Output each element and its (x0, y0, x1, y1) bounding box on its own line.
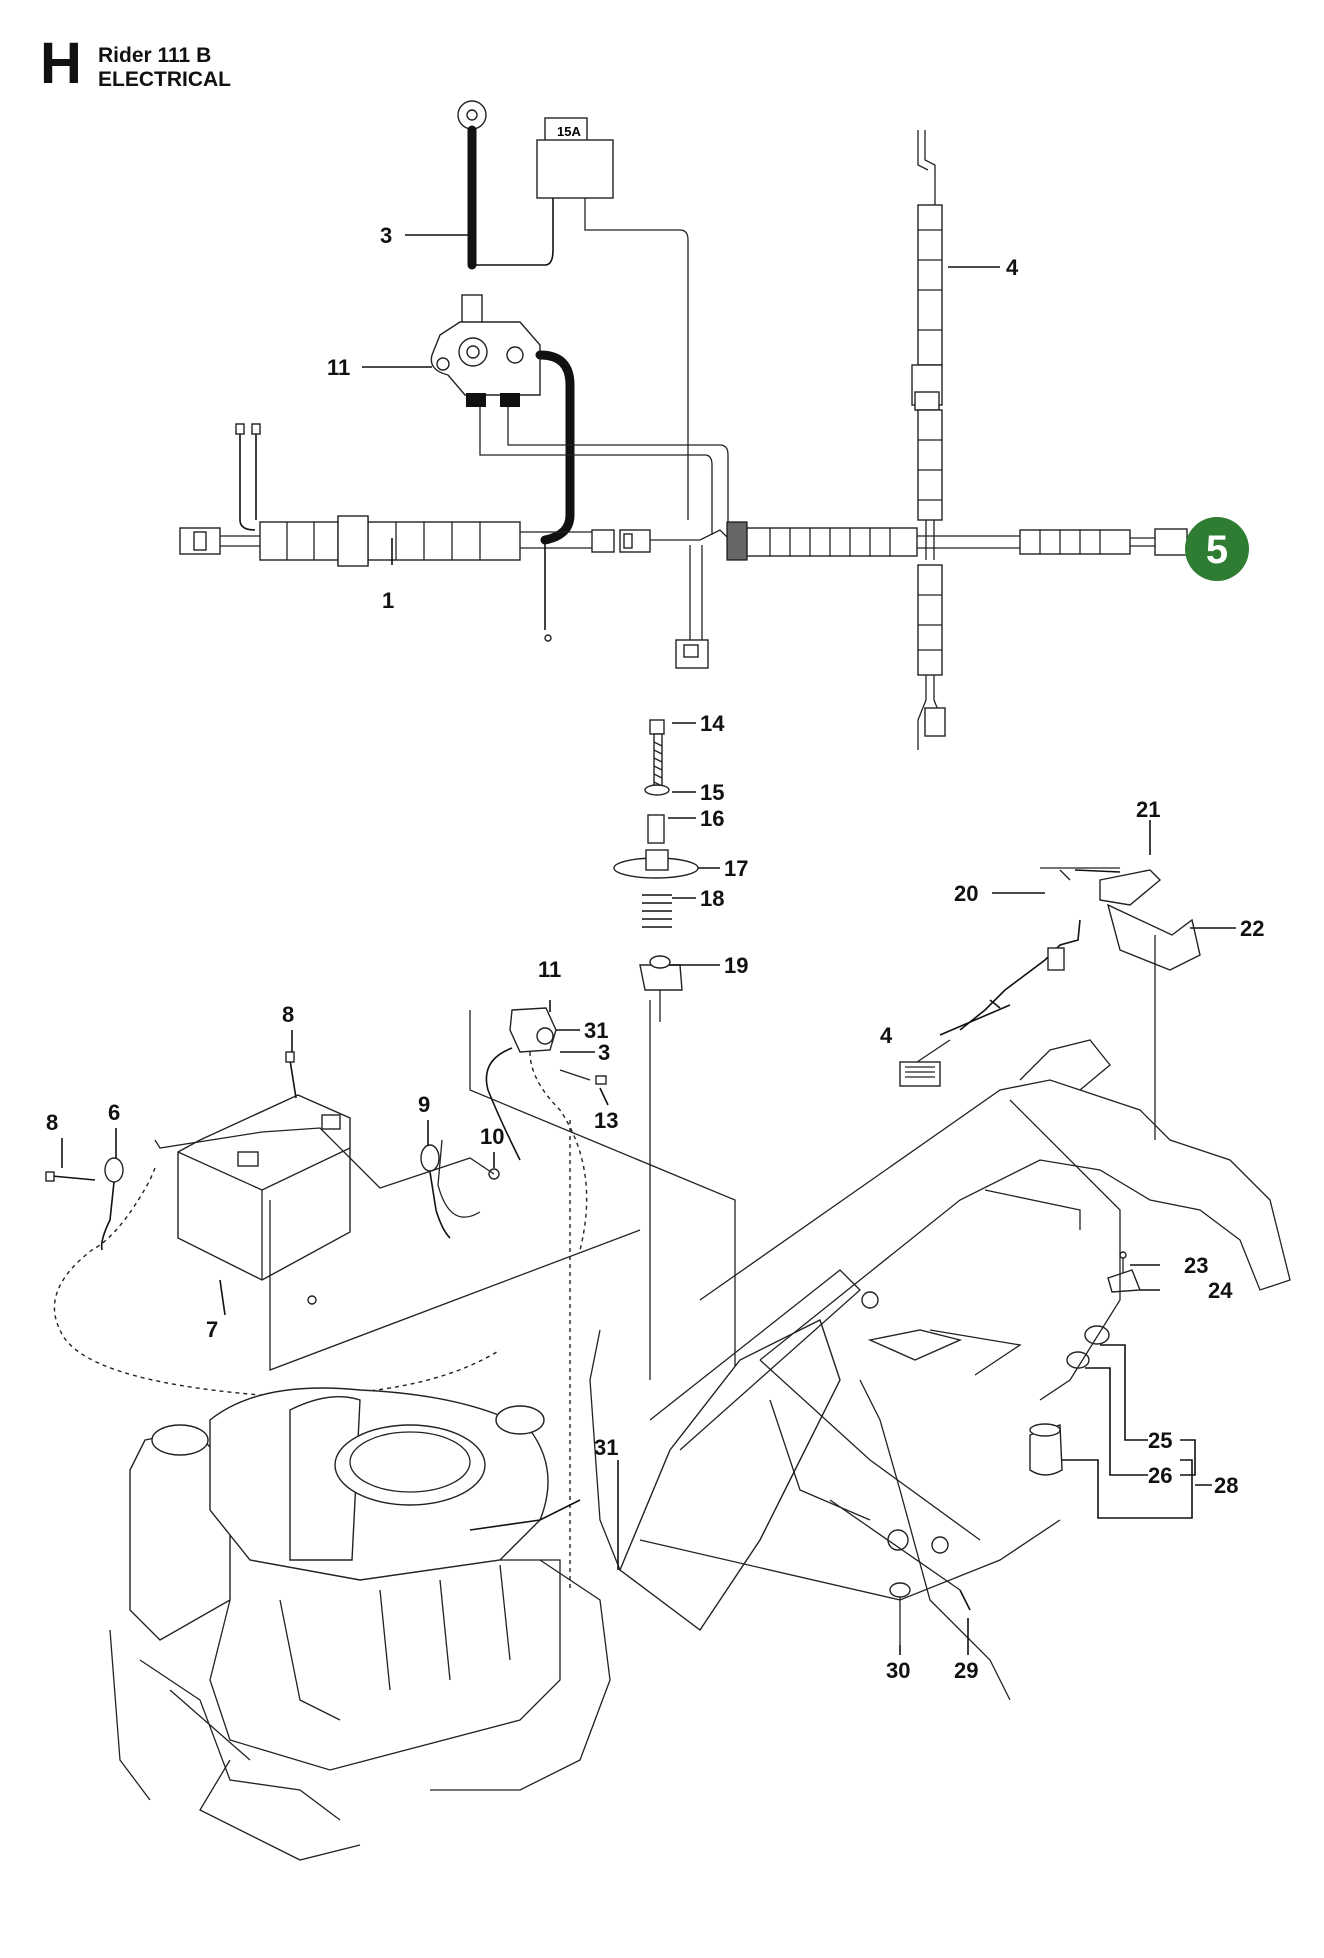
label-part-1: 1 (382, 588, 394, 613)
label-part-15: 15 (700, 780, 724, 805)
label-part-10: 10 (480, 1124, 504, 1149)
label-part-4-lower: 4 (880, 1023, 893, 1048)
label-part-11: 11 (327, 355, 350, 380)
badge-circle (1185, 517, 1249, 581)
fuse-rating: 15A (557, 124, 581, 139)
seat-switch-and-harness (899, 867, 1201, 1476)
label-part-25: 25 (1148, 1428, 1172, 1453)
wiring-harness-assembly: 15A (179, 100, 1188, 750)
label-part-7: 7 (206, 1317, 218, 1342)
engine-assembly (109, 1387, 611, 1861)
label-part-24: 24 (1208, 1278, 1233, 1303)
label-part-13: 13 (594, 1108, 618, 1133)
label-part-23: 23 (1184, 1253, 1208, 1278)
label-part-8-left: 8 (46, 1110, 58, 1135)
label-part-14: 14 (700, 711, 725, 736)
label-part-16: 16 (700, 806, 724, 831)
harness-sleeve-right (746, 527, 918, 557)
label-part-8-upper: 8 (282, 1002, 294, 1027)
part-number-labels: 3 11 1 4 14 15 16 17 18 19 11 31 3 13 8 … (46, 223, 1264, 1683)
label-part-20: 20 (954, 881, 978, 906)
label-part-3: 3 (380, 223, 392, 248)
tractor-frame (589, 1039, 1291, 1701)
model-name: Rider 111 B (98, 44, 212, 67)
starter-solenoid (430, 294, 541, 407)
label-part-31-lower: 31 (594, 1435, 618, 1460)
label-part-11-lower: 11 (538, 957, 561, 982)
label-part-6: 6 (108, 1100, 120, 1125)
continued-on-page-badge[interactable]: 5 (1185, 517, 1249, 581)
solenoid-mount-bolt-stack (613, 719, 699, 1380)
harness-sleeve-left (259, 515, 521, 567)
callout-leaders (61, 234, 1236, 1655)
label-part-21: 21 (1136, 797, 1160, 822)
label-part-18: 18 (700, 886, 724, 911)
mounted-solenoid (469, 1007, 736, 1590)
label-part-17: 17 (724, 856, 748, 881)
label-part-3-lower: 3 (598, 1040, 610, 1065)
label-part-22: 22 (1240, 916, 1264, 941)
label-part-30: 30 (886, 1658, 910, 1683)
battery-assembly (45, 1051, 641, 1397)
label-part-26: 26 (1148, 1463, 1172, 1488)
section-letter: H (40, 31, 82, 96)
label-part-29: 29 (954, 1658, 978, 1683)
label-part-31-upper: 31 (584, 1018, 608, 1043)
label-part-19: 19 (724, 953, 748, 978)
badge-number: 5 (1206, 528, 1228, 572)
label-part-9: 9 (418, 1092, 430, 1117)
vertical-harness-branch (911, 130, 946, 750)
label-part-28: 28 (1214, 1473, 1238, 1498)
section-title: ELECTRICAL (98, 68, 231, 91)
label-part-4-upper: 4 (1006, 255, 1019, 280)
